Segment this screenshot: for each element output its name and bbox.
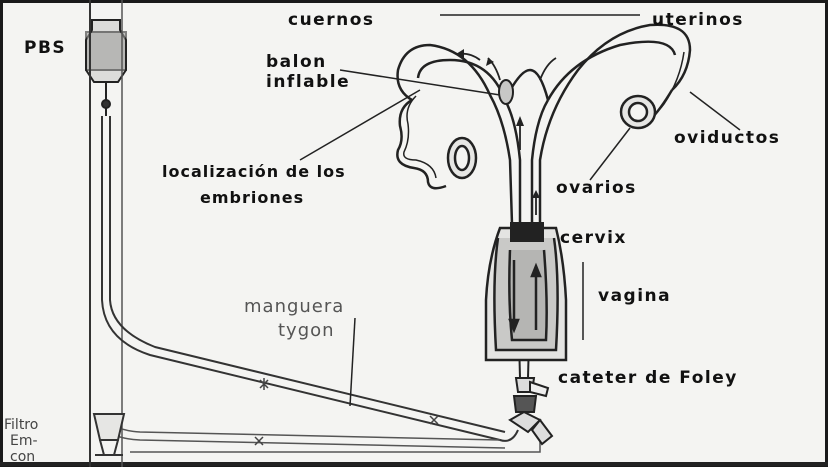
cateter-label: cateter de Foley bbox=[558, 370, 738, 387]
ovarios-label: ovarios bbox=[556, 180, 637, 197]
cuernos-label: cuernos bbox=[288, 12, 375, 29]
uterinos-label: uterinos bbox=[652, 12, 744, 29]
cervix-band bbox=[510, 222, 544, 242]
balon-label-line1: balon bbox=[266, 54, 327, 71]
filtro-label-line2: Em- bbox=[10, 434, 38, 449]
oviductos-label: oviductos bbox=[674, 130, 780, 147]
cervix-label: cervix bbox=[560, 230, 627, 247]
balon-label-line2: inflable bbox=[266, 74, 350, 91]
pbs-bottle bbox=[86, 20, 126, 116]
vagina-label: vagina bbox=[598, 288, 671, 305]
em-con-filter bbox=[94, 414, 124, 455]
localizacion-label-line2: embriones bbox=[200, 190, 304, 206]
pbs-label: PBS bbox=[24, 40, 66, 57]
manguera-label-line2: tygon bbox=[278, 322, 335, 340]
filtro-label-line1: Filtro bbox=[4, 418, 38, 433]
left-oviduct bbox=[397, 100, 446, 188]
localizacion-label-line1: localización de los bbox=[162, 164, 346, 180]
manguera-label-line1: manguera bbox=[244, 298, 344, 316]
left-ovary bbox=[448, 138, 476, 178]
inflatable-balloon bbox=[499, 80, 513, 104]
right-ovary bbox=[621, 96, 655, 128]
filtro-label-line3: con bbox=[10, 450, 35, 465]
vagina-shape bbox=[486, 228, 566, 360]
